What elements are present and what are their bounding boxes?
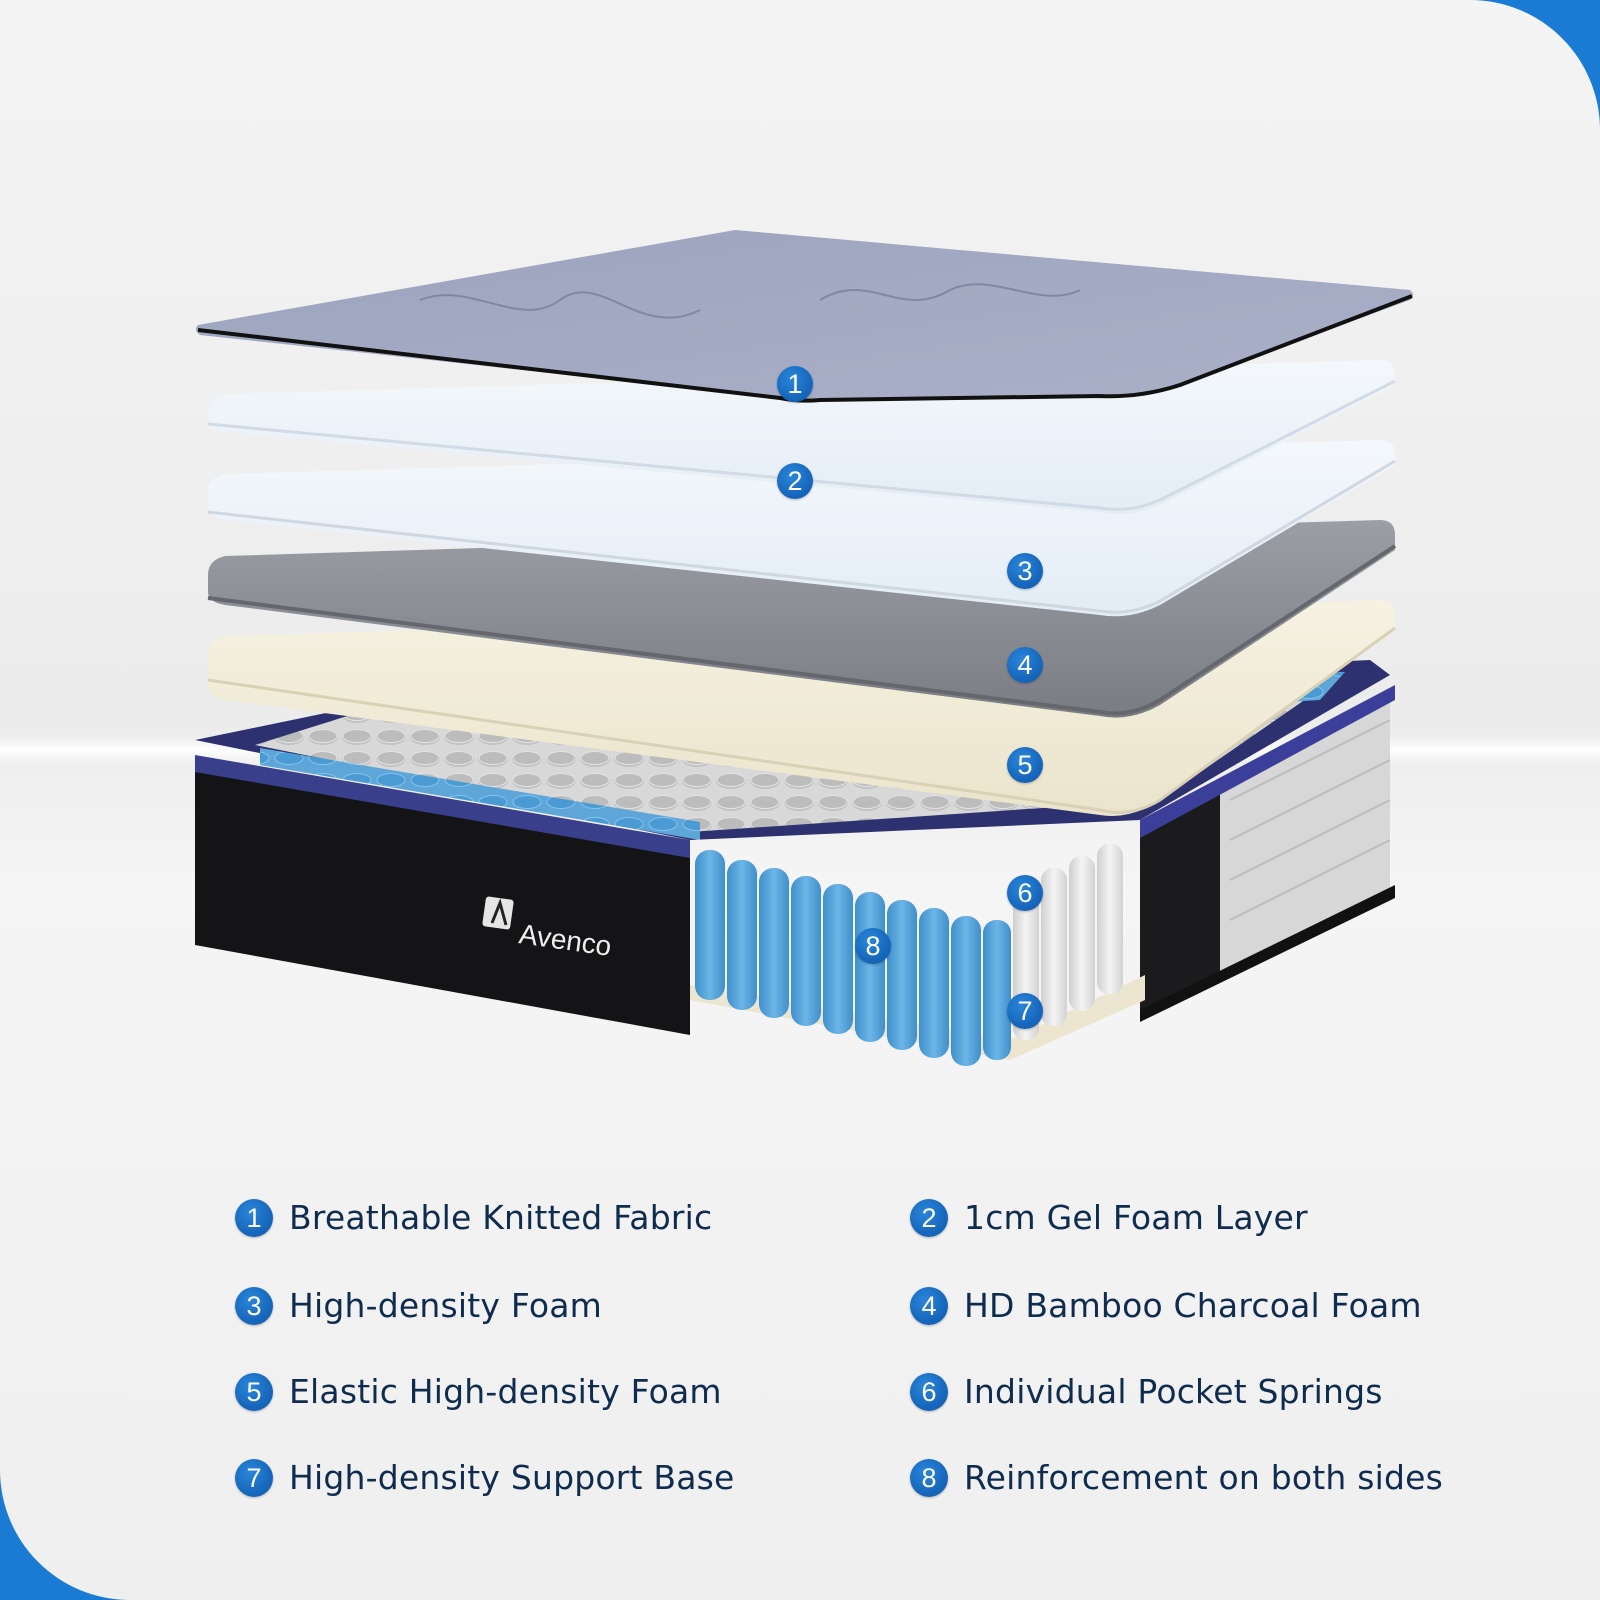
legend-item-8: 8 Reinforcement on both sides (910, 1458, 1443, 1497)
brand-logo: Avenco (482, 896, 613, 962)
number-badge-icon: 3 (235, 1286, 273, 1325)
callout-badge-2: 2 (777, 463, 813, 499)
legend-item-6: 6 Individual Pocket Springs (910, 1372, 1383, 1411)
legend-item-1: 1 Breathable Knitted Fabric (235, 1198, 712, 1237)
legend-label: Breathable Knitted Fabric (289, 1198, 713, 1237)
number-badge-icon: 2 (910, 1198, 948, 1237)
legend-item-5: 5 Elastic High-density Foam (235, 1372, 722, 1411)
layer-gel-foam (207, 360, 1396, 514)
callout-badge-5: 5 (1007, 747, 1043, 783)
number-badge-icon: 1 (235, 1198, 273, 1237)
legend-label: Individual Pocket Springs (964, 1372, 1383, 1411)
legend-label: HD Bamboo Charcoal Foam (964, 1286, 1422, 1325)
legend-item-7: 7 High-density Support Base (235, 1458, 735, 1497)
number-badge-icon: 8 (910, 1458, 948, 1497)
legend-label: High-density Support Base (289, 1458, 735, 1497)
number-badge-icon: 6 (910, 1372, 948, 1411)
callout-badge-6: 6 (1007, 875, 1043, 911)
legend-label: Reinforcement on both sides (964, 1458, 1444, 1497)
number-badge-icon: 5 (235, 1372, 273, 1411)
callout-badge-3: 3 (1007, 553, 1043, 589)
callout-badge-7: 7 (1007, 993, 1043, 1029)
reinforced-springs (695, 850, 1011, 1066)
legend-label: Elastic High-density Foam (289, 1372, 722, 1411)
pocket-springs (1013, 844, 1123, 1040)
legend-label: High-density Foam (289, 1286, 603, 1325)
legend-item-3: 3 High-density Foam (235, 1286, 602, 1325)
legend-label: 1cm Gel Foam Layer (964, 1198, 1308, 1237)
callout-badge-4: 4 (1007, 647, 1043, 683)
number-badge-icon: 4 (910, 1286, 948, 1325)
legend-item-4: 4 HD Bamboo Charcoal Foam (910, 1286, 1422, 1325)
number-badge-icon: 7 (235, 1458, 273, 1497)
callout-badge-8: 8 (855, 928, 891, 964)
legend-item-2: 2 1cm Gel Foam Layer (910, 1198, 1308, 1237)
callout-badge-1: 1 (777, 366, 813, 402)
